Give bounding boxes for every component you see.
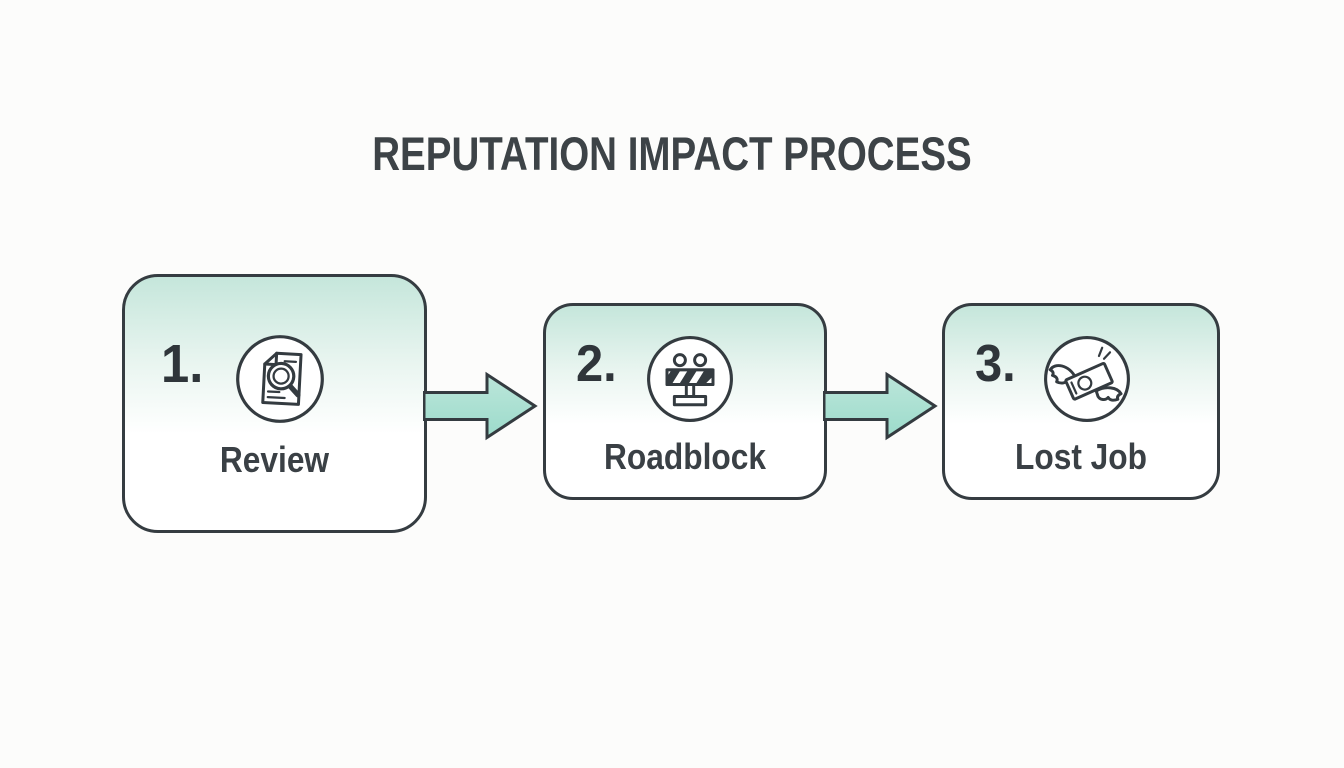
diagram-title: REPUTATION IMPACT PROCESS	[372, 127, 972, 180]
document-magnifier-icon	[233, 332, 327, 426]
flying-money-icon	[1041, 333, 1133, 425]
roadblock-barrier-icon	[644, 333, 736, 425]
step-number: 1.	[161, 334, 204, 394]
right-arrow-icon	[423, 371, 538, 441]
step-label: Roadblock	[604, 436, 766, 477]
step-number: 2.	[576, 335, 617, 393]
step-label: Review	[219, 439, 330, 480]
step-label: Lost Job	[1015, 436, 1147, 477]
step-box-lost-job: 3. Lost Job	[942, 303, 1220, 500]
step-box-review: 1. Review	[122, 274, 427, 533]
step-number: 3.	[975, 335, 1016, 393]
right-arrow-icon	[823, 371, 938, 441]
step-box-roadblock: 2. Roadblock	[543, 303, 827, 500]
